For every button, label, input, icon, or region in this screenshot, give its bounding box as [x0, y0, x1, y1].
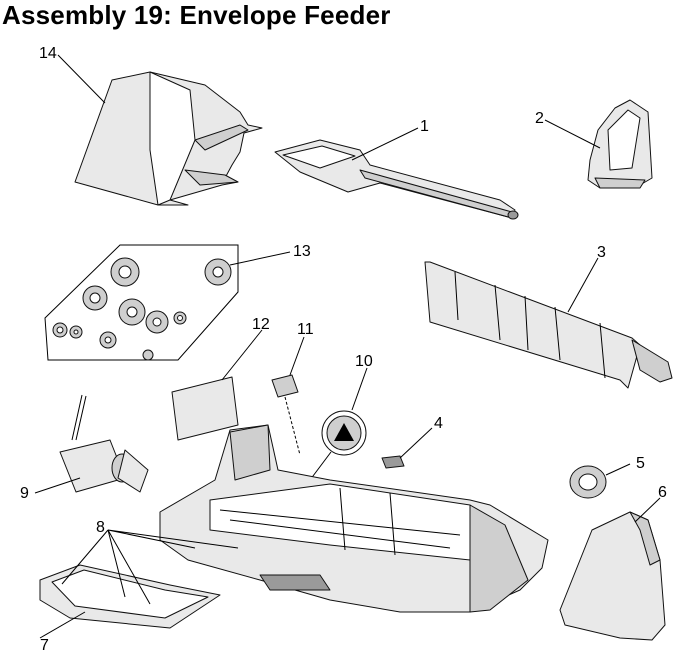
leader-lines: [34, 54, 661, 639]
callout-14: 14: [39, 45, 57, 62]
part-12-label-card: [171, 376, 239, 441]
part-13-gear-set: [44, 244, 239, 361]
callout-3: 3: [597, 244, 606, 261]
part-14-cover: [74, 71, 263, 206]
callout-labels: 1 2 3 4 5 6 7 8 9 10 11 12 13 14: [20, 45, 667, 652]
part-9-motor: [59, 394, 149, 493]
callout-4: 4: [434, 415, 443, 432]
callout-6: 6: [658, 484, 667, 501]
part-10-detail-marker: [309, 410, 367, 481]
callout-1: 1: [420, 118, 429, 135]
page-title: Assembly 19: Envelope Feeder: [2, 0, 391, 30]
callout-8: 8: [96, 519, 105, 536]
part-11-clip: [271, 374, 301, 456]
callout-12: 12: [252, 316, 270, 333]
callout-10: 10: [355, 353, 373, 370]
callout-11: 11: [297, 321, 314, 338]
feeder-base: [159, 424, 549, 613]
callout-5: 5: [636, 455, 645, 472]
part-6-side-cover: [559, 511, 666, 641]
part-1-tray-arm: [274, 139, 519, 220]
part-3-guide-panel: [424, 261, 673, 389]
part-2-side-bracket: [587, 99, 653, 189]
callout-9: 9: [20, 485, 29, 502]
callout-7: 7: [40, 637, 49, 652]
callout-13: 13: [293, 243, 311, 260]
part-7-bottom-tray: [39, 564, 221, 629]
part-4-sensor: [381, 455, 405, 469]
gear-icon: [52, 257, 232, 361]
callout-2: 2: [535, 110, 544, 127]
part-5-ring: [569, 465, 607, 499]
